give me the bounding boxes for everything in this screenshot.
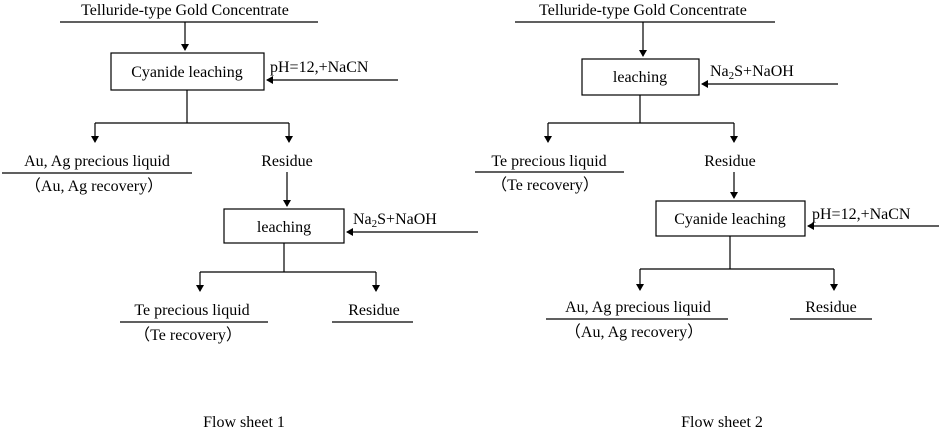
sheet1-step1-label: Cyanide leaching	[131, 64, 243, 81]
sheet2-product2-line2: （Au, Ag recovery）	[565, 323, 703, 341]
sheet2-residue2-label: Residue	[805, 299, 857, 316]
sheet2-feed-label: Telluride-type Gold Concentrate	[539, 2, 747, 19]
sheet2-product1-line1: Te precious liquid	[491, 153, 606, 170]
sheet1-step1-reagent: pH=12,+NaCN	[270, 59, 369, 76]
sheet1-residue2-label: Residue	[348, 302, 400, 319]
sheet2-step1-box	[581, 58, 700, 96]
sheet1-caption: Flow sheet 1	[203, 414, 285, 429]
sheet2-residue1-label: Residue	[704, 153, 756, 170]
sheet1-step2-label: leaching	[257, 219, 311, 236]
sheet2-step2-box	[655, 200, 806, 237]
sheet1-product2-line1: Te precious liquid	[134, 302, 249, 319]
sheet2-caption: Flow sheet 2	[681, 414, 763, 429]
sheet1-product1-line1: Au, Ag precious liquid	[24, 153, 170, 170]
sheet2-step2-reagent: pH=12,+NaCN	[812, 206, 911, 223]
sheet2-step1-label: leaching	[613, 69, 667, 86]
sheet1-feed-label: Telluride-type Gold Concentrate	[81, 2, 289, 19]
flow-sheet-2: Telluride-type Gold Concentrate leaching…	[475, 2, 939, 429]
sheet1-product2-line2: （Te recovery）	[134, 326, 242, 344]
sheet2-step1-reagent: Na2S+NaOH	[710, 63, 794, 82]
sheet1-step1-box	[110, 52, 265, 91]
sheet2-product1-line2: （Te recovery）	[491, 176, 599, 194]
sheet1-product1-line2: （Au, Ag recovery）	[25, 177, 163, 195]
sheet1-step2-reagent: Na2S+NaOH	[353, 211, 437, 230]
flow-sheet-1: Telluride-type Gold Concentrate Cyanide …	[2, 2, 478, 429]
sheet1-residue1-label: Residue	[261, 153, 313, 170]
sheet2-product2-line1: Au, Ag precious liquid	[565, 299, 711, 316]
sheet2-step2-label: Cyanide leaching	[674, 211, 786, 228]
